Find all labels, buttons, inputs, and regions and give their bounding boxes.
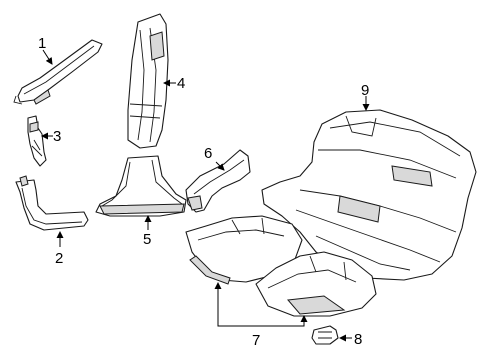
part-7-front-floor-mat <box>185 215 303 285</box>
part-7-rear-floor-mat <box>255 251 377 317</box>
callout-1: 1 <box>38 35 46 52</box>
callout-9: 9 <box>361 82 369 99</box>
part-5-scuff-plate <box>95 155 187 217</box>
part-6-rear-sill-trim <box>185 149 251 213</box>
callout-8: 8 <box>354 331 362 348</box>
callout-4: 4 <box>177 75 185 92</box>
callout-3: 3 <box>53 128 61 145</box>
callout-7: 7 <box>252 332 260 349</box>
leader-6 <box>215 161 225 171</box>
leader-1 <box>42 49 53 65</box>
part-8-clip <box>311 325 339 345</box>
callout-6: 6 <box>204 145 212 162</box>
part-3-bracket <box>27 115 47 167</box>
part-4-b-pillar-trim <box>127 13 169 149</box>
callout-2: 2 <box>55 250 63 267</box>
part-2-sill-panel <box>15 175 89 231</box>
part-1-a-pillar-trim <box>13 39 103 105</box>
part-9-floor-carpet <box>261 109 477 281</box>
callout-5: 5 <box>143 231 151 248</box>
